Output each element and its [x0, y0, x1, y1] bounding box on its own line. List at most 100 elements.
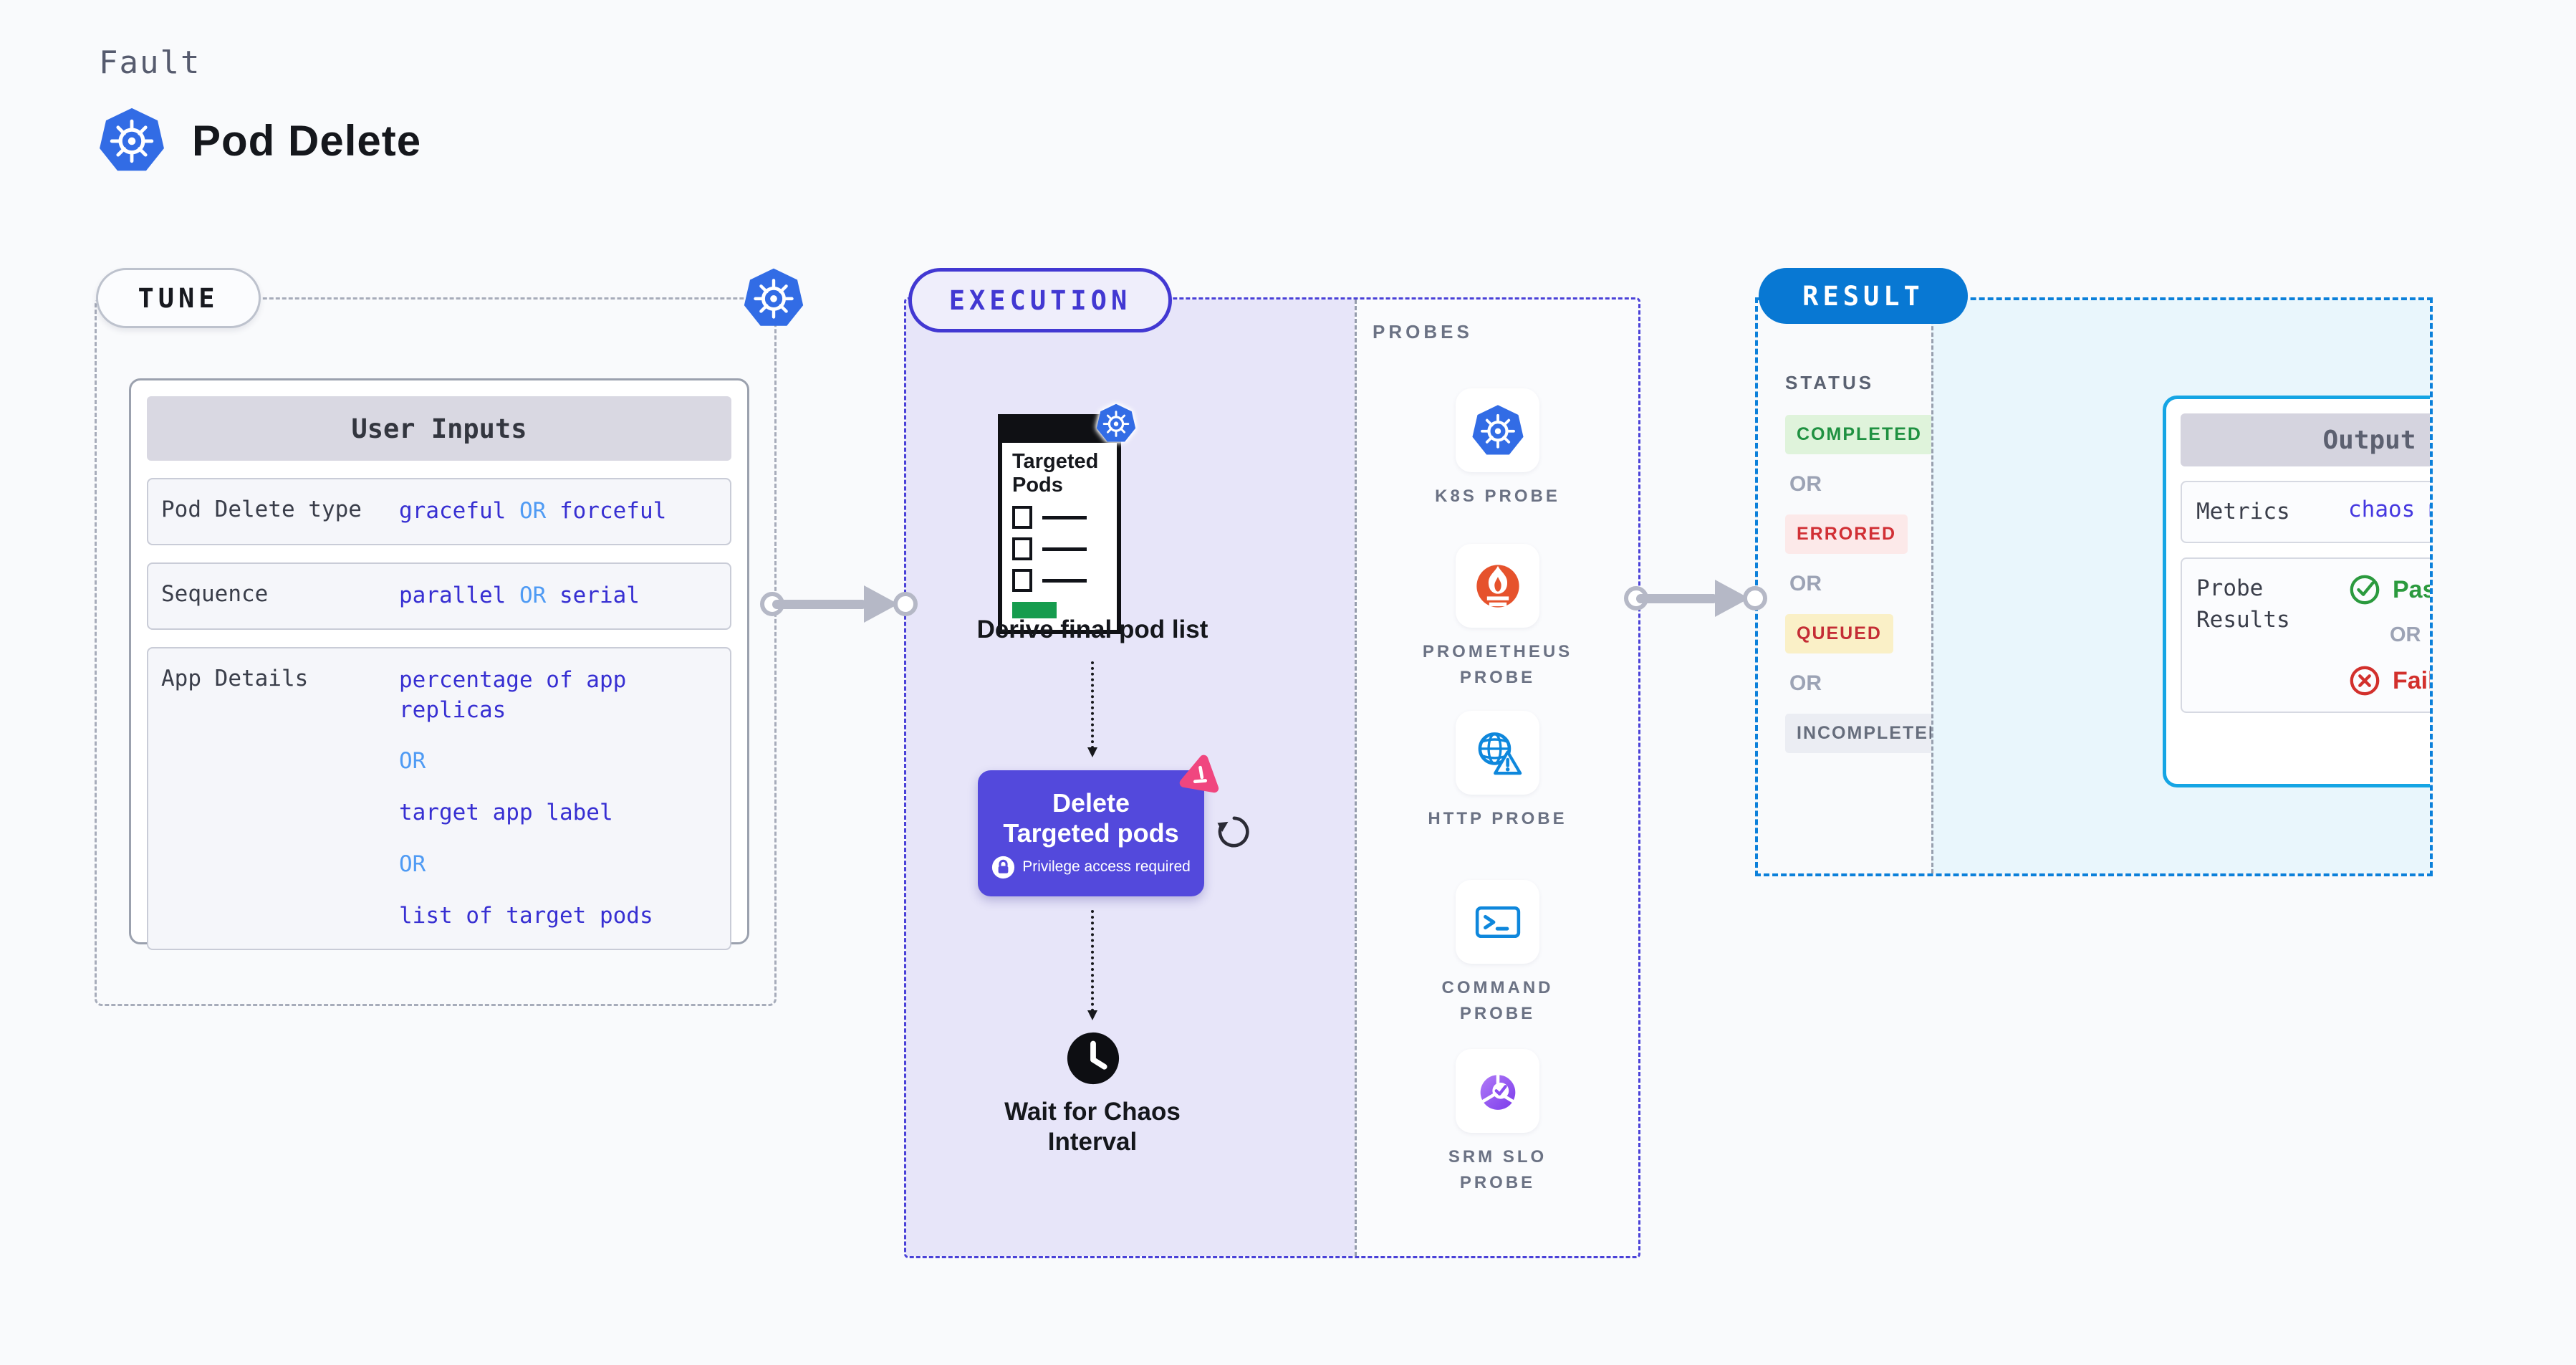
output-zone: Output Metrics chaos metrics Probe Resul…: [1931, 300, 2430, 873]
row-label: Sequence: [161, 580, 269, 607]
fault-eyebrow: Fault: [99, 44, 201, 81]
doc-checklist-row: [1012, 569, 1107, 592]
or-separator: OR: [1789, 572, 1822, 595]
green-progress-bar: [1012, 602, 1057, 618]
kubernetes-icon: [97, 106, 166, 175]
doc-top-bar: [1002, 418, 1117, 443]
kubernetes-icon: [1095, 403, 1137, 444]
value-option: target app label: [399, 800, 613, 826]
delete-targeted-pods-node: Delete Targeted pods Privilege access re…: [978, 770, 1204, 896]
passed-text: Passed: [2393, 575, 2433, 603]
failed-line: Failed: [2348, 664, 2430, 697]
or-separator: OR: [519, 498, 547, 524]
probe-results-row: Probe Results Passed OR Failed: [2181, 557, 2433, 714]
probe-label: PROMETHEUS PROBE: [1422, 642, 1573, 687]
probes-panel-title: PROBES: [1373, 321, 1473, 343]
value-option: list of target pods: [399, 902, 653, 929]
probe-prometheus: PROMETHEUS PROBE: [1357, 544, 1638, 691]
execution-section: Targeted Pods Derive final pod list Dele…: [904, 297, 1640, 1258]
execution-badge: EXECUTION: [908, 268, 1172, 332]
checkbox-icon: [1012, 506, 1032, 529]
row-app-details: App Details percentage of app replicas O…: [147, 646, 731, 950]
value-option: parallel: [399, 582, 506, 608]
page-title: Pod Delete: [97, 106, 421, 175]
metrics-value: chaos metrics: [2348, 497, 2430, 522]
checkbox-icon: [1012, 537, 1032, 560]
or-separator: OR: [2390, 623, 2421, 647]
user-inputs-title: User Inputs: [147, 396, 731, 461]
list-line: [1042, 547, 1087, 551]
checkbox-icon: [1012, 569, 1032, 592]
probe-k8s: K8S PROBE: [1357, 388, 1638, 509]
probe-results-values: Passed OR Failed: [2348, 573, 2433, 697]
row-pod-delete-type: Pod Delete type graceful OR forceful: [147, 478, 731, 545]
or-separator: OR: [1789, 472, 1822, 496]
dotted-arrow-down: [1087, 910, 1097, 1020]
tune-section: [95, 297, 777, 1006]
tune-to-execution-arrow: [760, 585, 918, 623]
chaos-fault-icon: [1178, 750, 1225, 797]
terminal-icon: [1471, 895, 1525, 949]
probe-results-label: Probe Results: [2196, 575, 2290, 633]
probe-card: [1456, 1049, 1539, 1133]
list-line: [1042, 578, 1087, 583]
status-badge-errored: ERRORED: [1785, 514, 1908, 554]
targeted-pods-doc: Targeted Pods: [998, 414, 1121, 634]
list-line: [1042, 515, 1087, 519]
tune-badge: TUNE: [96, 268, 261, 328]
srm-slo-icon: [1471, 1064, 1525, 1119]
output-card-title: Output: [2181, 413, 2430, 466]
status-badge-incompleted: INCOMPLETED: [1785, 714, 1954, 753]
probes-panel: PROBES K8S PROBE PROMETHEUS PROBE HTTP P…: [1355, 300, 1638, 1256]
probe-label: COMMAND PROBE: [1441, 978, 1554, 1023]
or-separator: OR: [399, 851, 426, 878]
privilege-note: Privilege access required: [991, 856, 1191, 879]
status-panel: STATUS COMPLETED OR ERRORED OR QUEUED OR…: [1758, 300, 1954, 873]
delete-node-label: Delete Targeted pods: [1003, 787, 1179, 848]
probe-card: [1456, 388, 1539, 472]
prometheus-icon: [1471, 559, 1525, 613]
derive-pod-list-label: Derive final pod list: [976, 616, 1208, 643]
check-circle-icon: [2348, 573, 2381, 606]
lock-icon: [991, 856, 1015, 879]
clock-icon: [1065, 1030, 1121, 1086]
user-inputs-card: User Inputs Pod Delete type graceful OR …: [129, 378, 749, 950]
value-option: percentage of app replicas: [399, 666, 627, 723]
failed-text: Failed: [2393, 666, 2430, 694]
value-option: graceful: [399, 498, 506, 524]
output-card: Output Metrics chaos metrics Probe Resul…: [2163, 396, 2433, 787]
passed-line: Passed: [2348, 573, 2433, 606]
row-value: graceful OR forceful: [399, 497, 717, 527]
arrow-shaft: [1636, 594, 1718, 603]
metrics-row: Metrics chaos metrics: [2181, 481, 2430, 544]
status-badge-queued: QUEUED: [1785, 614, 1893, 653]
execution-flow-area: Targeted Pods Derive final pod list Dele…: [906, 300, 1355, 1256]
or-separator: OR: [399, 748, 426, 775]
retry-loop-icon: [1216, 814, 1251, 850]
or-separator: OR: [519, 582, 547, 608]
metrics-label: Metrics: [2196, 499, 2290, 525]
user-inputs-rows: Pod Delete type graceful OR forceful Seq…: [147, 478, 731, 950]
privilege-note-text: Privilege access required: [1022, 858, 1191, 875]
value-option: serial: [559, 582, 640, 608]
probe-card: [1456, 880, 1539, 964]
row-value: percentage of app replicas OR target app…: [399, 666, 717, 931]
arrow-head: [864, 585, 898, 623]
doc-checklist-row: [1012, 506, 1107, 529]
doc-title: Targeted Pods: [1012, 450, 1099, 497]
probe-label: K8S PROBE: [1435, 487, 1560, 506]
status-list: COMPLETED OR ERRORED OR QUEUED OR INCOMP…: [1785, 415, 1954, 753]
probe-srm-slo: SRM SLO PROBE: [1357, 1049, 1638, 1196]
result-badge: RESULT: [1759, 268, 1968, 324]
probe-card: [1456, 711, 1539, 795]
probe-card: [1456, 544, 1539, 628]
doc-checklist-row: [1012, 537, 1107, 560]
http-globe-icon: [1471, 726, 1525, 780]
page-title-text: Pod Delete: [192, 116, 422, 165]
or-separator: OR: [1789, 671, 1822, 695]
probe-http: HTTP PROBE: [1357, 711, 1638, 832]
row-label: Pod Delete type: [161, 497, 362, 522]
status-badge-completed: COMPLETED: [1785, 415, 1933, 454]
wait-chaos-interval-label: Wait for Chaos Interval: [1004, 1098, 1181, 1156]
